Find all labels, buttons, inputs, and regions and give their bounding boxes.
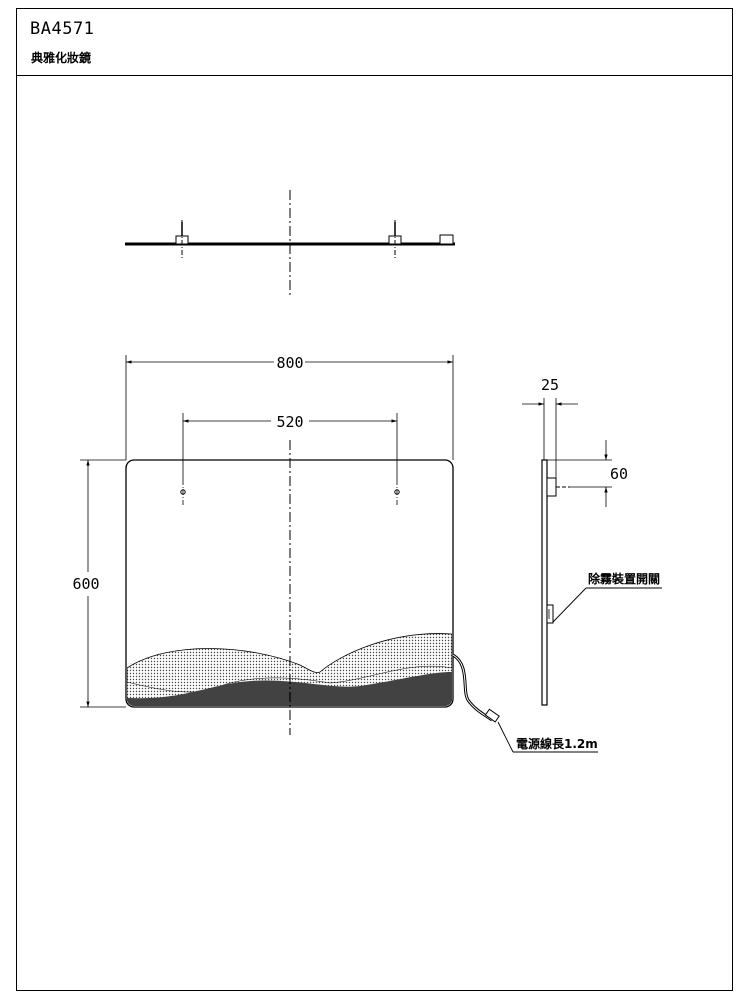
dimension-width: 800 xyxy=(125,354,454,460)
dimension-height: 600 xyxy=(72,459,126,708)
top-view xyxy=(125,190,455,298)
power-cord-label: 電源線長1.2m xyxy=(516,736,598,751)
side-view-defog-switch xyxy=(546,604,554,624)
top-view-switch-box xyxy=(439,234,454,245)
dimension-hole-spacing: 520 xyxy=(182,413,398,480)
front-view xyxy=(125,440,500,735)
dim-width-label: 800 xyxy=(276,354,303,372)
defog-switch-label: 除霧裝置開關 xyxy=(588,571,660,586)
side-view-mirror xyxy=(541,459,548,706)
title-block xyxy=(16,8,733,76)
power-plug xyxy=(484,708,500,723)
model-number: BA4571 xyxy=(30,19,95,39)
side-view xyxy=(541,459,570,706)
dim-height-label: 600 xyxy=(72,575,99,593)
callout-power-cord: 電源線長1.2m xyxy=(497,721,598,753)
dimension-hook-offset: 60 xyxy=(547,440,628,507)
power-cord xyxy=(452,653,493,722)
side-view-hook xyxy=(546,477,557,497)
dim-hole-spacing-label: 520 xyxy=(276,413,303,431)
dim-hook-offset-label: 60 xyxy=(610,465,628,483)
dim-depth-label: 25 xyxy=(541,376,559,394)
product-name: 典雅化妝鏡 xyxy=(31,51,92,65)
callout-defog-switch: 除霧裝置開關 xyxy=(552,571,662,623)
dimension-depth: 25 xyxy=(522,376,578,478)
drawing-frame xyxy=(16,8,733,991)
